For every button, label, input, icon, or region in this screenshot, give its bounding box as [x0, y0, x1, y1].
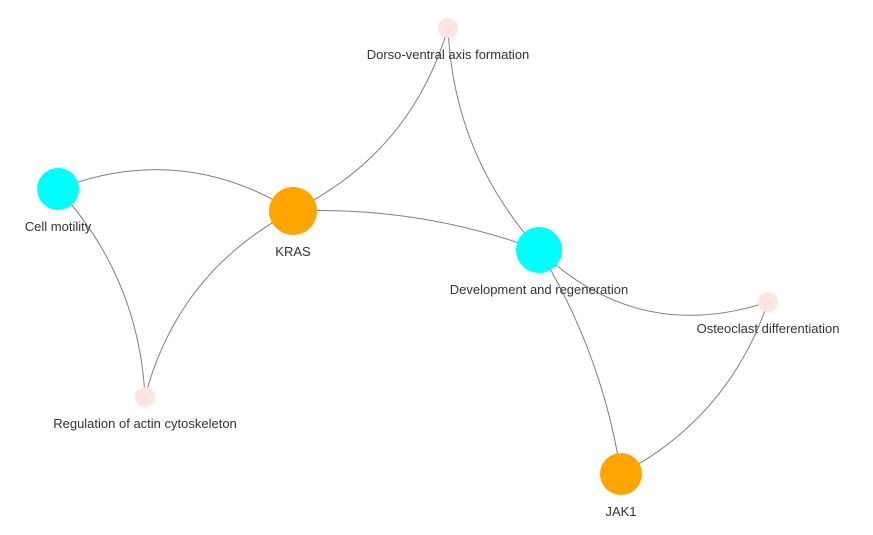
node-label-devreg: Development and regeneration [450, 282, 629, 297]
edge-actin-kras [144, 210, 294, 398]
node-label-dorso: Dorso-ventral axis formation [367, 47, 530, 62]
node-cell_motility[interactable] [37, 168, 79, 210]
edge-devreg-jak1 [538, 249, 622, 475]
node-label-jak1: JAK1 [605, 504, 636, 519]
node-jak1[interactable] [600, 453, 642, 495]
edge-osteoclast-jak1 [620, 301, 769, 475]
edge-dorso-devreg [447, 27, 540, 251]
node-kras[interactable] [269, 187, 317, 235]
node-osteoclast[interactable] [758, 292, 778, 312]
nodes-layer [37, 18, 778, 495]
node-label-cell_motility: Cell motility [25, 219, 92, 234]
edge-cell_motility-actin [57, 188, 146, 398]
node-label-actin: Regulation of actin cytoskeleton [53, 416, 237, 431]
node-dorso[interactable] [438, 18, 458, 38]
node-label-osteoclast: Osteoclast differentiation [697, 321, 840, 336]
node-devreg[interactable] [516, 227, 562, 273]
edge-kras-devreg [292, 209, 540, 251]
edge-kras-dorso [292, 27, 449, 212]
node-label-kras: KRAS [275, 244, 311, 259]
node-actin[interactable] [135, 387, 155, 407]
edges-layer [57, 27, 769, 475]
edge-cell_motility-kras [57, 169, 294, 212]
edge-devreg-osteoclast [538, 249, 769, 316]
